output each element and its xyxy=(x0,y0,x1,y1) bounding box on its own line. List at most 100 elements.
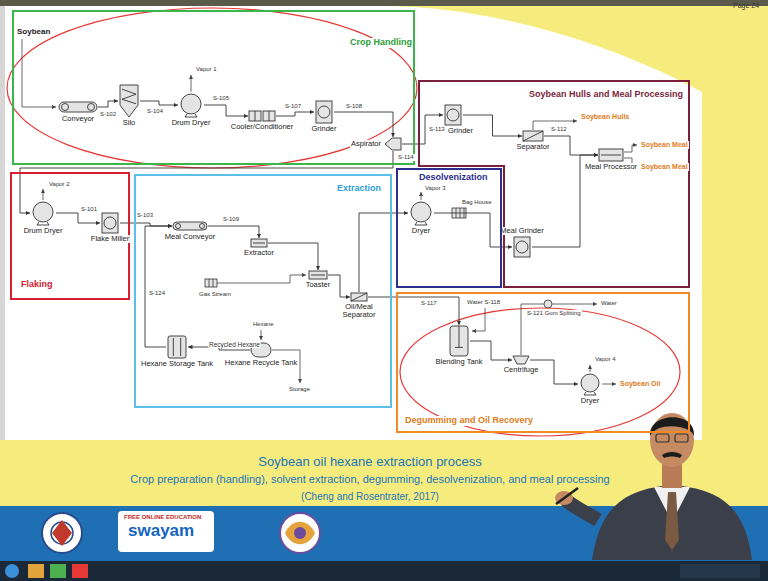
equipment-symbol xyxy=(311,275,325,276)
stream-name: Hexane xyxy=(252,321,275,328)
equipment-symbol xyxy=(250,238,268,248)
stream-number: S-105 xyxy=(212,95,230,102)
equipment-symbol xyxy=(512,236,532,258)
equipment-unit: Separator xyxy=(522,130,544,142)
flow-connector xyxy=(56,213,100,223)
equipment-symbol xyxy=(455,326,463,347)
equipment-label: Dryer xyxy=(580,397,600,405)
swayam-band xyxy=(280,513,320,553)
region-box: Conveyor SiloDrum Dryer Cooler/Conditioner… xyxy=(12,10,415,165)
equipment-symbol xyxy=(351,293,367,301)
slide-caption: Crop preparation (handling), solvent ext… xyxy=(60,473,680,485)
equipment-symbol xyxy=(205,279,217,287)
equipment-symbol xyxy=(448,325,470,357)
equipment-symbol xyxy=(255,111,269,121)
region-title: Desolvenization xyxy=(418,173,489,183)
equipment-symbol xyxy=(601,155,621,156)
equipment-symbol xyxy=(523,131,543,141)
stream-line xyxy=(191,75,192,92)
equipment-symbol xyxy=(168,336,186,358)
slide-title: Soybean oil hexane extraction process xyxy=(60,455,680,469)
equipment-symbol xyxy=(447,109,459,121)
stream-number: S-109 xyxy=(222,216,240,223)
equipment-symbol xyxy=(385,138,401,150)
equipment-unit: Meal Processor xyxy=(598,148,624,162)
equipment-symbol xyxy=(314,100,334,124)
flow-connector xyxy=(268,243,318,270)
equipment-symbol xyxy=(88,104,95,111)
equipment-symbol xyxy=(384,137,402,151)
equipment-unit: Silo xyxy=(118,84,140,118)
equipment-label: Flake Miller xyxy=(90,235,130,243)
equipment-unit: Dryer xyxy=(578,372,602,396)
equipment-symbol xyxy=(173,338,180,356)
equipment-unit: Blending Tank xyxy=(448,325,470,357)
lecturer-figure xyxy=(662,452,682,458)
taskbar xyxy=(0,561,768,581)
equipment-symbol xyxy=(598,148,624,162)
region-box: Drum DryerFlake MillerFlaking xyxy=(10,172,130,300)
stream-number: S-101 xyxy=(80,206,98,213)
equipment-symbol xyxy=(181,94,201,114)
equipment-label: Hexane Storage Tank xyxy=(140,360,214,368)
stream-number: S-112 xyxy=(550,126,568,133)
equipment-unit: Oil/Meal Separator xyxy=(350,292,368,302)
equipment-label: Hexane Recycle Tank xyxy=(224,359,298,367)
equipment-symbol xyxy=(316,101,332,123)
region-outline xyxy=(419,81,689,287)
equipment-symbol xyxy=(209,279,213,287)
flow-connector xyxy=(20,151,393,213)
equipment-symbol xyxy=(411,202,431,222)
product-label: Soybean Meal xyxy=(640,163,689,171)
equipment-label: Oil/Meal Separator xyxy=(334,303,384,320)
equipment-unit: Centrifuge xyxy=(512,355,530,365)
equipment-unit: Toaster xyxy=(308,270,328,280)
slide-ground xyxy=(0,6,5,440)
equipment-symbol xyxy=(251,239,267,247)
equipment-unit: Flake Miller xyxy=(100,212,120,234)
page-number: Page 24 xyxy=(733,2,759,10)
equipment-symbol xyxy=(104,217,116,229)
equipment-symbol xyxy=(62,104,69,111)
taskbar xyxy=(50,564,66,578)
stream-number: S-108 xyxy=(345,103,363,110)
equipment-label: Drum Dryer xyxy=(23,227,64,235)
equipment-unit: Conveyor xyxy=(58,100,98,114)
stream-number: S-114 xyxy=(397,154,415,161)
unit-label: Bag House xyxy=(461,199,493,206)
stream-name: Soybean xyxy=(16,28,51,37)
equipment-symbol xyxy=(100,212,120,234)
equipment-symbol xyxy=(185,114,197,117)
equipment-label: Toaster xyxy=(305,281,332,289)
equipment-symbol xyxy=(30,200,56,226)
equipment-label: Centrifuge xyxy=(503,366,540,374)
stream-line xyxy=(590,365,591,372)
equipment-label: Separator xyxy=(516,143,551,151)
stream-name: Gas Stream xyxy=(198,291,232,298)
equipment-unit: Cooler/Conditioner xyxy=(248,110,276,122)
citation: (Cheng and Rosentrater, 2017) xyxy=(60,491,680,502)
flow-connector xyxy=(359,213,408,292)
stream-name: Storage xyxy=(288,386,311,393)
equipment-symbol xyxy=(523,131,543,141)
region-box: Hull GrinderSeparatorMeal ProcessorMeal … xyxy=(418,80,690,288)
equipment-unit: Meal Grinder xyxy=(512,236,532,258)
stream-line xyxy=(261,330,262,340)
equipment-label: Blending Tank xyxy=(435,358,484,366)
product-label: Soybean Oil xyxy=(619,380,661,388)
flow-connector xyxy=(98,101,118,107)
swayam-band xyxy=(294,527,306,539)
logo-text: FREE ONLINE EDUCATION xyxy=(124,514,201,521)
equipment-symbol xyxy=(450,326,468,356)
swayam-band xyxy=(52,520,72,546)
equipment-symbol xyxy=(59,102,97,112)
slide-ground xyxy=(0,0,768,6)
swayam-band xyxy=(42,513,82,553)
unit-label: S-121 Gum Splitting xyxy=(526,310,582,317)
stream-line xyxy=(43,189,44,200)
flow-connector xyxy=(145,226,172,347)
flow-connector xyxy=(276,112,314,116)
equipment-label: Drum Dryer xyxy=(171,119,212,127)
equipment-symbol xyxy=(308,270,328,280)
